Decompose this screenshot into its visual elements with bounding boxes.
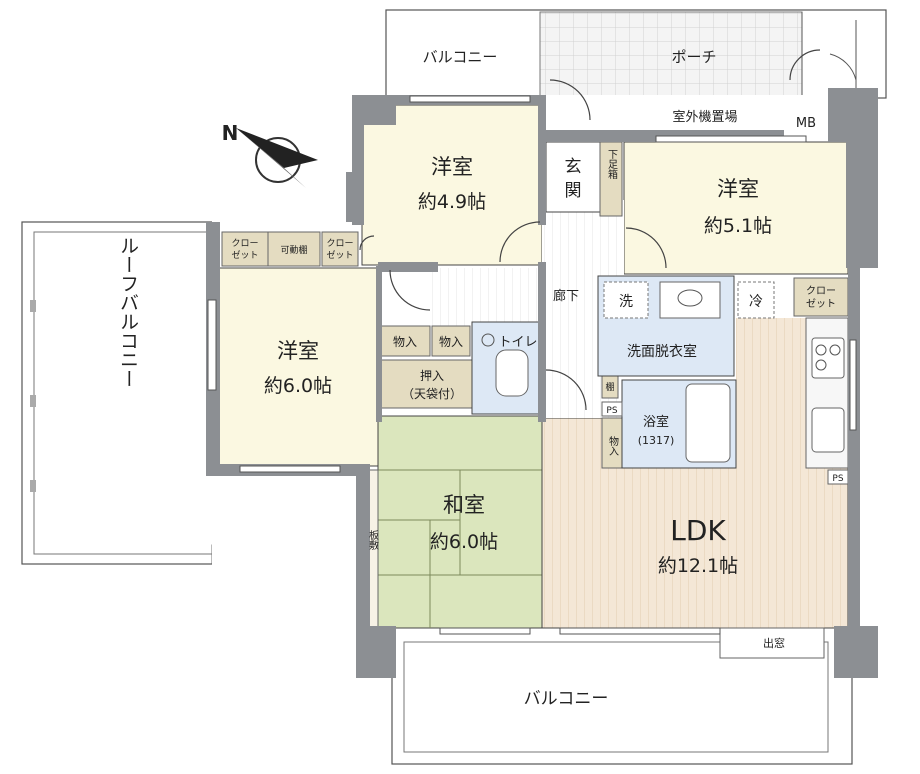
room-western-c-size: 約6.0帖 bbox=[264, 375, 332, 397]
label-mb: MB bbox=[796, 116, 816, 131]
label-bay-window: 出窓 bbox=[763, 636, 785, 650]
label-closet-1-b: ゼット bbox=[231, 249, 258, 261]
room-japanese-name: 和室 bbox=[443, 493, 485, 517]
room-western-a-size: 約4.9帖 bbox=[418, 191, 486, 213]
label-balcony-top: バルコニー bbox=[423, 48, 498, 66]
label-shelf: 棚 bbox=[605, 381, 614, 393]
label-bath-2: (1317) bbox=[638, 434, 675, 447]
room-western-a-name: 洋室 bbox=[431, 155, 473, 179]
room-ldk-name: LDK bbox=[670, 514, 726, 547]
windows bbox=[207, 95, 857, 635]
room-western-b-size: 約5.1帖 bbox=[704, 215, 772, 237]
label-shoe-box: 下足箱 bbox=[606, 149, 618, 180]
label-movable-shelf: 可動棚 bbox=[280, 244, 307, 256]
label-bath-1: 浴室 bbox=[643, 414, 669, 430]
label-oshiire-2: （天袋付） bbox=[402, 387, 462, 401]
label-porch: ポーチ bbox=[671, 48, 716, 66]
label-ps-2: PS bbox=[832, 474, 843, 484]
walls bbox=[206, 88, 878, 678]
label-washroom: 洗面脱衣室 bbox=[627, 343, 697, 360]
door-swings bbox=[359, 49, 821, 411]
room-ldk-size: 約12.1帖 bbox=[658, 555, 738, 577]
label-entrance-1: 玄 bbox=[565, 157, 582, 177]
label-entrance-2: 関 bbox=[565, 181, 582, 201]
label-balcony-bottom: バルコニー bbox=[524, 689, 609, 709]
label-washer: 洗 bbox=[619, 294, 633, 310]
label-ps-1: PS bbox=[606, 406, 617, 416]
western-room-4-9 bbox=[361, 104, 543, 266]
room-western-c-name: 洋室 bbox=[277, 339, 319, 363]
label-closet-3-a: クロー bbox=[806, 285, 836, 297]
label-closet-1-a: クロー bbox=[231, 238, 258, 249]
tatami-lines bbox=[378, 469, 542, 628]
label-outdoor-unit: 室外機置場 bbox=[672, 109, 737, 125]
label-storage-1: 物入 bbox=[393, 335, 417, 349]
compass-icon: N bbox=[222, 121, 318, 188]
label-fridge: 冷 bbox=[749, 294, 763, 310]
western-room-6-0 bbox=[217, 267, 379, 467]
room-western-b-name: 洋室 bbox=[717, 177, 759, 201]
label-closet-2-b: ゼット bbox=[326, 249, 353, 261]
label-closet-3-b: ゼット bbox=[806, 298, 836, 310]
compass-label: N bbox=[222, 121, 239, 145]
room-japanese-size: 約6.0帖 bbox=[430, 531, 498, 553]
western-room-5-1 bbox=[623, 141, 849, 275]
label-storage-3: 物入 bbox=[607, 435, 619, 456]
label-storage-2: 物入 bbox=[439, 335, 463, 349]
label-corridor: 廊下 bbox=[553, 288, 579, 304]
label-roof-balcony: ルーフバルコニー bbox=[117, 236, 139, 388]
label-toilet: トイレ bbox=[498, 335, 537, 350]
label-closet-2-a: クロー bbox=[326, 238, 353, 249]
label-oshiire-1: 押入 bbox=[420, 369, 444, 383]
label-itajiki: 板敷 bbox=[367, 529, 379, 551]
